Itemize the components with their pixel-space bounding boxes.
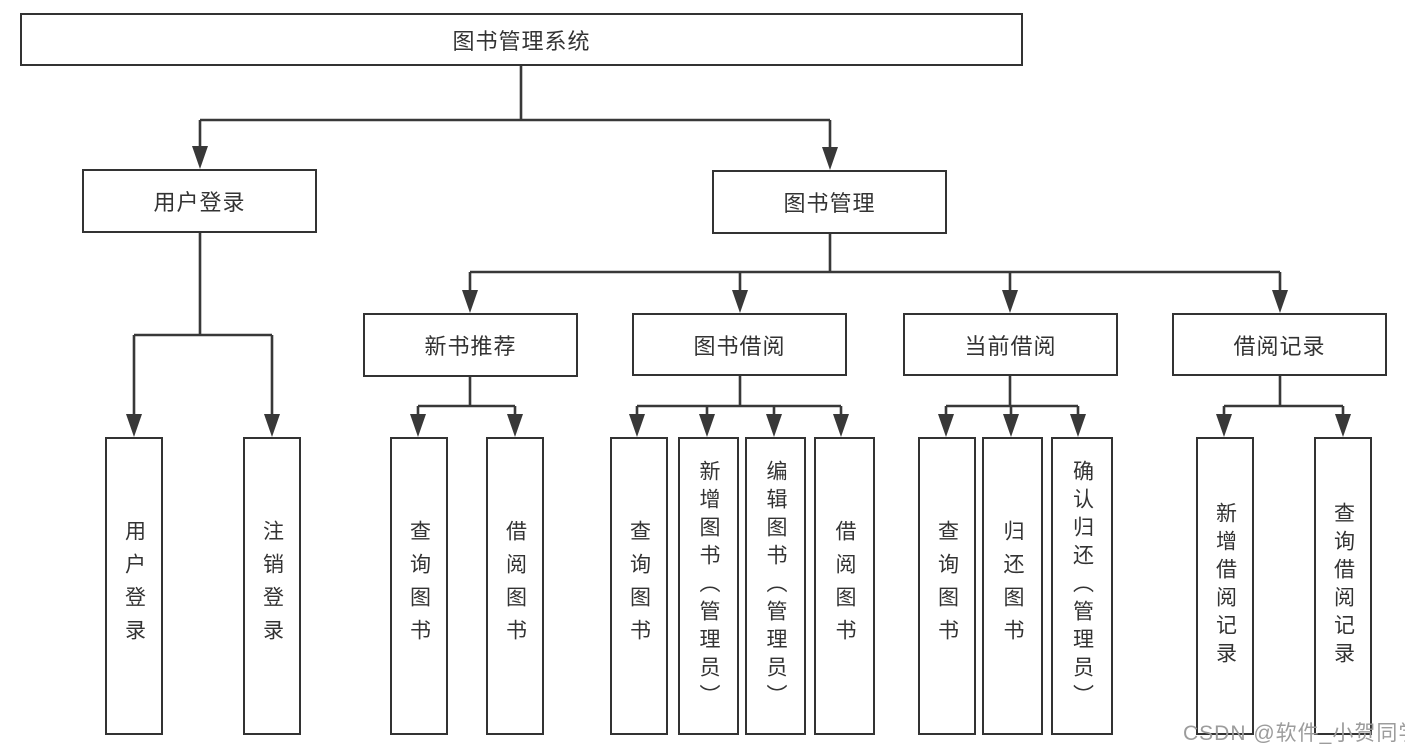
- node-borrow-records: 借阅记录: [1172, 313, 1387, 376]
- leaf-user-login-label: 用户登录: [122, 520, 146, 652]
- node-user-login: 用户登录: [82, 169, 317, 233]
- connector-records-to-leaves: [1222, 376, 1345, 420]
- node-user-login-label: 用户登录: [153, 190, 246, 215]
- connector-newbook-to-leaves: [416, 377, 517, 420]
- leaf-logout: 注销登录: [243, 437, 301, 735]
- leaf-edit-book-admin-label: 编辑图书（管理员）: [764, 460, 787, 712]
- node-current-borrow-label: 当前借阅: [964, 333, 1057, 359]
- leaf-query-borrow-record-label: 查询借阅记录: [1331, 502, 1355, 670]
- leaf-query-books-2-label: 查询图书: [627, 520, 651, 652]
- leaf-borrow-books-2-label: 借阅图书: [833, 520, 856, 652]
- connector-userlogin-to-leaves: [132, 233, 274, 418]
- node-root-label: 图书管理系统: [452, 28, 591, 54]
- leaf-return-books-label: 归还图书: [1001, 520, 1024, 652]
- node-new-book-recommend-label: 新书推荐: [424, 334, 517, 359]
- node-book-management: 图书管理: [712, 170, 947, 234]
- leaf-borrow-books-1: 借阅图书: [486, 437, 544, 735]
- connector-bookmgmt-to-level3: [468, 234, 1282, 294]
- leaf-query-books-2: 查询图书: [610, 437, 668, 735]
- leaf-query-books-1: 查询图书: [390, 437, 448, 735]
- leaf-add-borrow-record: 新增借阅记录: [1196, 437, 1254, 735]
- leaf-query-books-1-label: 查询图书: [407, 520, 431, 652]
- node-book-borrow: 图书借阅: [632, 313, 847, 376]
- leaf-return-books: 归还图书: [982, 437, 1043, 735]
- node-borrow-records-label: 借阅记录: [1233, 333, 1326, 359]
- node-root: 图书管理系统: [20, 13, 1023, 66]
- leaf-confirm-return-admin: 确认归还（管理员）: [1051, 437, 1113, 735]
- node-current-borrow: 当前借阅: [903, 313, 1118, 376]
- leaf-edit-book-admin: 编辑图书（管理员）: [745, 437, 806, 735]
- leaf-query-books-3-label: 查询图书: [935, 520, 959, 652]
- connector-root-to-level2: [198, 66, 832, 151]
- node-book-management-label: 图书管理: [783, 191, 876, 216]
- node-new-book-recommend: 新书推荐: [363, 313, 578, 377]
- leaf-confirm-return-admin-label: 确认归还（管理员）: [1070, 460, 1094, 712]
- leaf-logout-label: 注销登录: [260, 520, 284, 652]
- leaf-user-login: 用户登录: [105, 437, 163, 735]
- leaf-add-book-admin: 新增图书（管理员）: [678, 437, 739, 735]
- watermark: CSDN @软件_小贺同学: [1183, 722, 1405, 745]
- connector-bookborrow-to-leaves: [635, 376, 843, 420]
- node-book-borrow-label: 图书借阅: [693, 333, 786, 359]
- leaf-query-borrow-record: 查询借阅记录: [1314, 437, 1372, 735]
- leaf-query-books-3: 查询图书: [918, 437, 976, 735]
- leaf-add-borrow-record-label: 新增借阅记录: [1213, 502, 1237, 670]
- connector-currentborrow-to-leaves: [944, 376, 1080, 420]
- leaf-add-book-admin-label: 新增图书（管理员）: [697, 460, 720, 712]
- leaf-borrow-books-1-label: 借阅图书: [503, 520, 527, 652]
- leaf-borrow-books-2: 借阅图书: [814, 437, 875, 735]
